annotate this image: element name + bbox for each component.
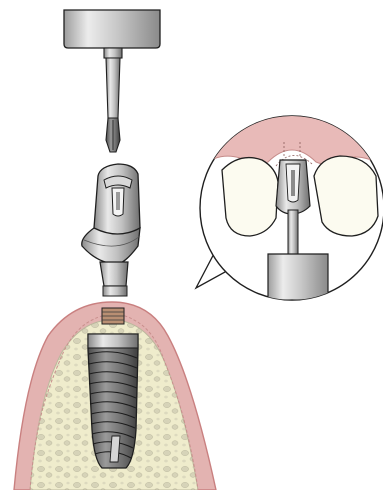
screwdriver bbox=[64, 10, 160, 152]
magnified-detail-callout bbox=[190, 110, 383, 300]
screwdriver-collar bbox=[104, 48, 122, 58]
screwdriver-shaft bbox=[106, 58, 120, 118]
callout-left-tooth bbox=[222, 158, 278, 236]
abutment-connector bbox=[100, 262, 128, 286]
callout-driver-handle bbox=[268, 254, 328, 300]
abutment bbox=[82, 164, 140, 296]
callout-right-tooth bbox=[314, 156, 378, 236]
screwdriver-handle bbox=[64, 10, 160, 48]
callout-driver-shaft bbox=[288, 210, 298, 254]
